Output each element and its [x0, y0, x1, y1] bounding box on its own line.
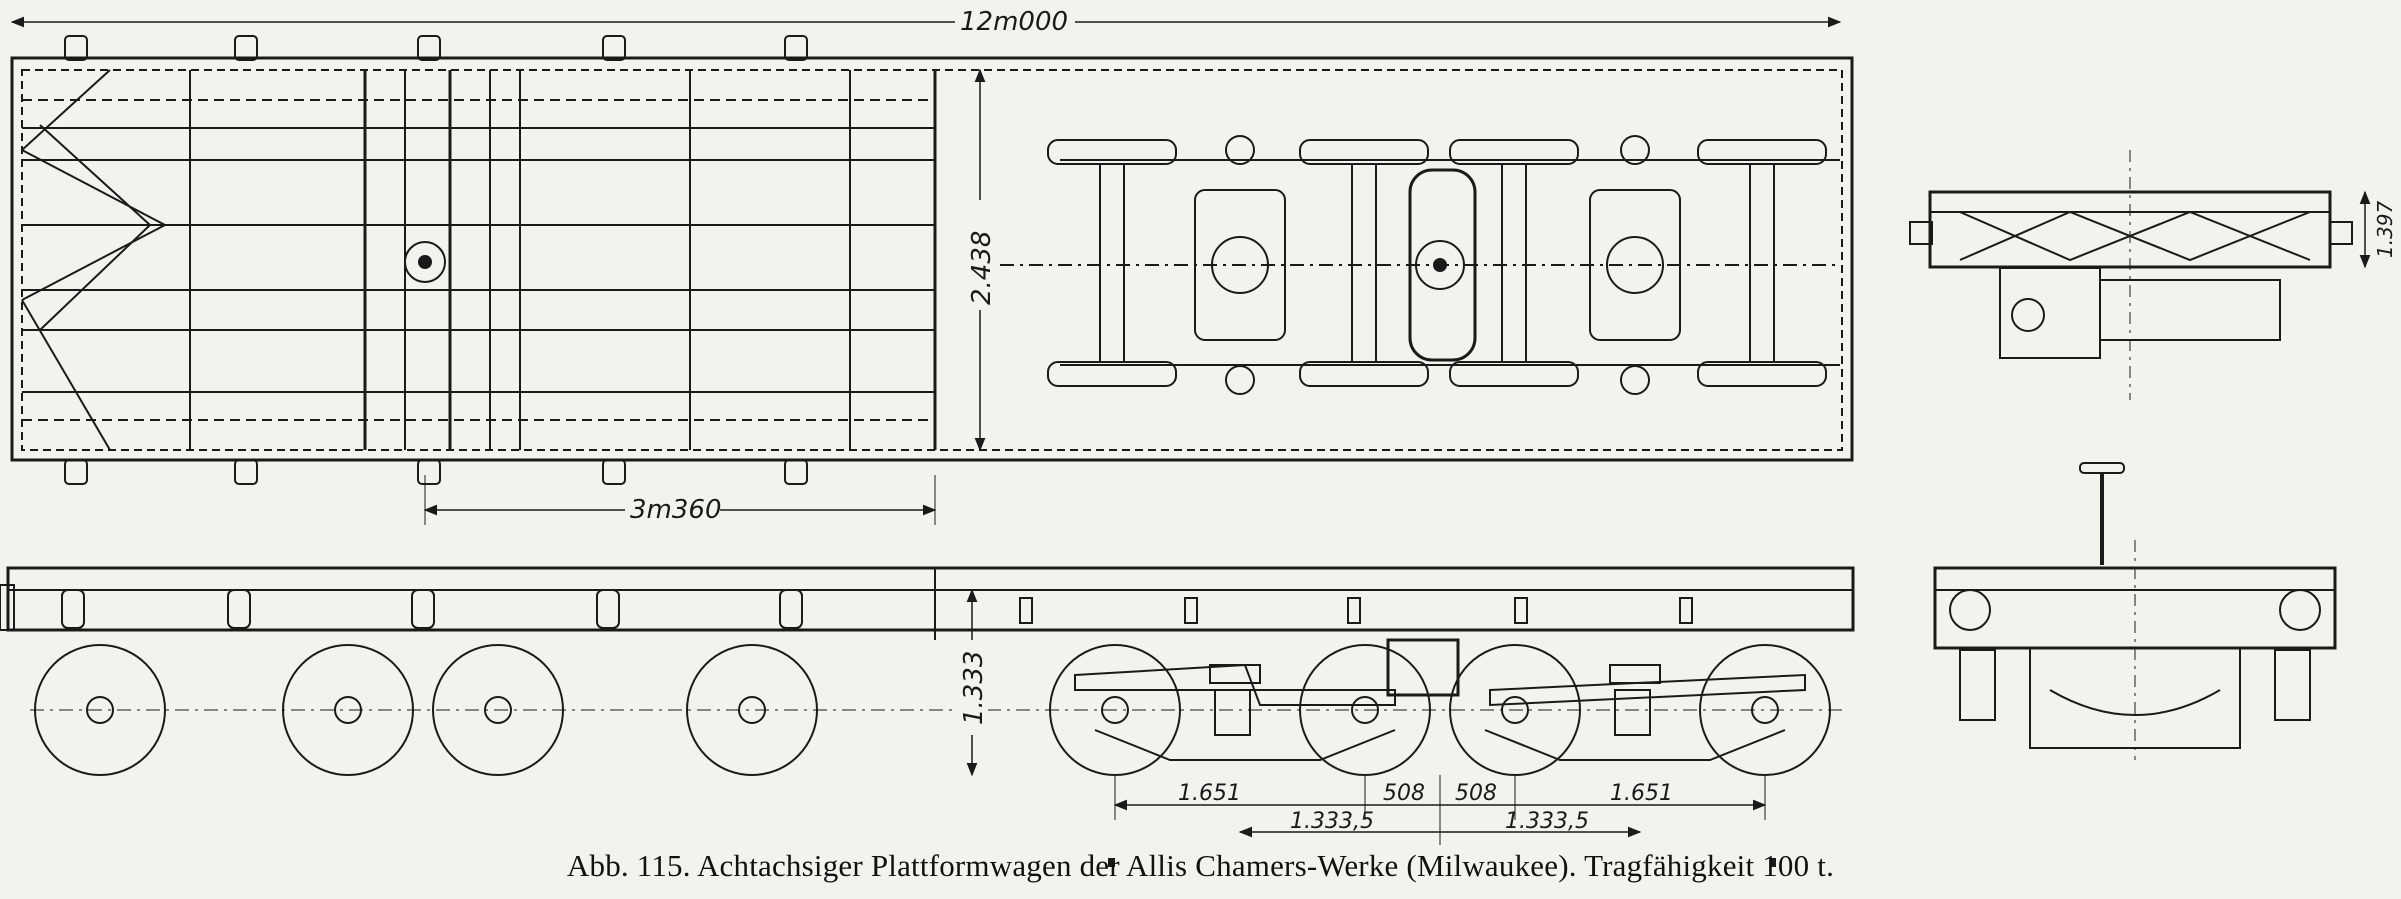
figure-caption: Abb. 115. Achtachsiger Plattformwagen de… [0, 848, 2401, 884]
dim-half-bogie-right: 1.333,5 [1505, 809, 1589, 834]
dim-gap-left: 508 [1383, 781, 1425, 806]
stake-pockets-bottom [65, 460, 807, 484]
elevation-dimension-labels: 1.333 1.651 508 508 1.651 1.333,5 1.333,… [958, 640, 1673, 834]
bogie-plan [1000, 136, 1840, 394]
caption-marker-right [1770, 858, 1776, 867]
end-view-bottom [1935, 463, 2335, 760]
dim-height: 1.333 [959, 651, 989, 725]
stake-pockets-top [65, 36, 807, 60]
right-bogie-wheels [1050, 640, 1830, 775]
plan-view [12, 16, 1852, 525]
dim-wheelbase-left: 1.651 [1178, 781, 1241, 806]
dim-bogie-spacing: 3m360 [630, 495, 722, 525]
dim-gap-right: 508 [1455, 781, 1497, 806]
end-view-top [1910, 150, 2371, 400]
caption-marker-left [1108, 858, 1115, 867]
end-view-top-labels: 1.397 [2373, 200, 2397, 258]
dim-wheelbase-right: 1.651 [1610, 781, 1673, 806]
dim-half-bogie-left: 1.333,5 [1290, 809, 1374, 834]
dim-overall-length: 12m000 [960, 7, 1068, 37]
dim-width: 2.438 [967, 231, 997, 305]
side-elevation [0, 568, 1853, 845]
dim-end-height: 1.397 [2373, 200, 2397, 258]
plan-dimension-labels: 12m000 2.438 3m360 [625, 7, 1075, 525]
caption-text: Abb. 115. Achtachsiger Plattformwagen de… [566, 848, 1835, 883]
